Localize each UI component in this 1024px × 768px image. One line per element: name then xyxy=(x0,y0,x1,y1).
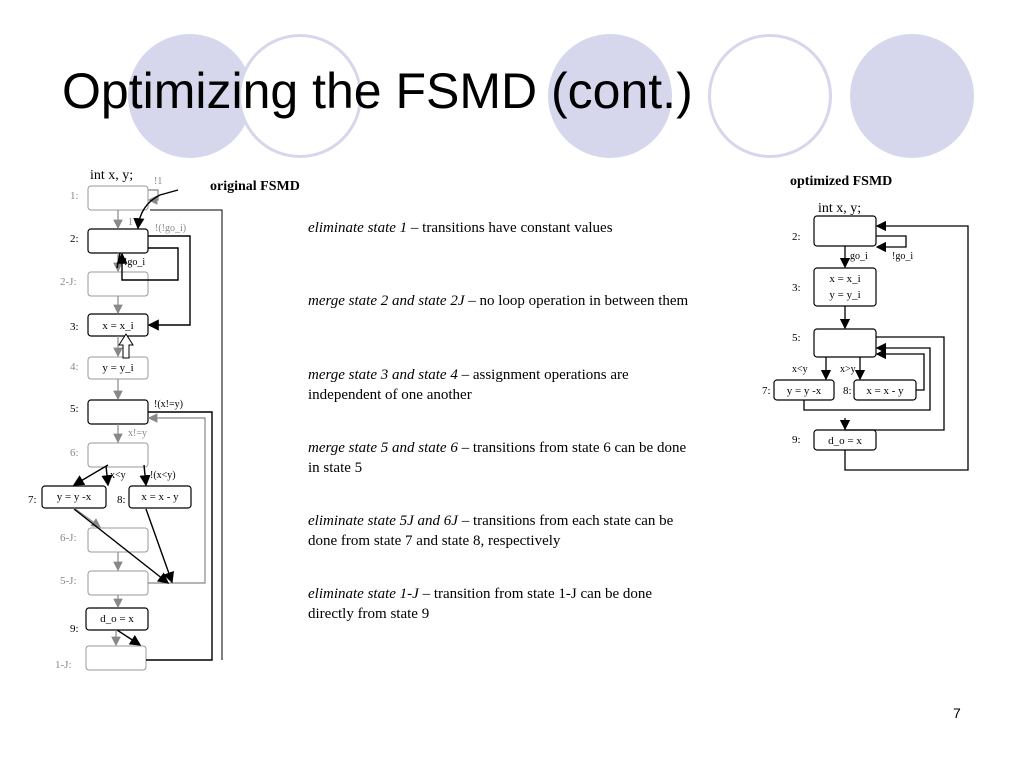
svg-text:5:: 5: xyxy=(70,403,79,415)
svg-text:7:: 7: xyxy=(762,385,771,397)
bullet-3: merge state 3 and state 4 – assignment o… xyxy=(308,367,629,403)
svg-text:1-J:: 1-J: xyxy=(55,659,72,671)
svg-text:2:: 2: xyxy=(70,233,79,245)
svg-text:y = y_i: y = y_i xyxy=(102,362,133,374)
svg-text:8:: 8: xyxy=(843,385,852,397)
svg-text:6:: 6: xyxy=(70,447,79,459)
decor-circle-2 xyxy=(238,34,362,158)
svg-text:8:: 8: xyxy=(117,494,126,506)
svg-text:3:: 3: xyxy=(792,282,801,294)
orig-black-arrows xyxy=(72,189,223,661)
decor-circle-4 xyxy=(708,34,832,158)
opt-state-7: 7: y = y -x xyxy=(762,379,835,401)
svg-text:5:: 5: xyxy=(792,332,801,344)
orig-state-8: 8: x = x - y xyxy=(117,485,192,509)
svg-text:6-J:: 6-J: xyxy=(60,532,77,544)
opt-state-9: 9: d_o = x xyxy=(792,429,877,451)
svg-text:y = y -x: y = y -x xyxy=(787,385,822,397)
slide-title: Optimizing the FSMD (cont.) xyxy=(62,63,693,119)
opt-label-go-i: go_i xyxy=(850,251,868,262)
decor-circle-1 xyxy=(128,34,252,158)
svg-text:9:: 9: xyxy=(70,623,79,635)
opt-state-2: 2: xyxy=(792,215,877,247)
svg-text:x = x_i: x = x_i xyxy=(829,273,860,285)
opt-label-x-lt-y: x<y xyxy=(792,364,808,375)
decor-circle-3 xyxy=(548,34,672,158)
merge-hollow-arrow xyxy=(118,333,134,359)
svg-text:2-J:: 2-J: xyxy=(60,276,77,288)
opt-state-8: 8: x = x - y xyxy=(843,379,917,401)
original-fsmd-heading: original FSMD xyxy=(210,179,300,194)
original-declaration: int x, y; xyxy=(90,168,133,183)
svg-text:2:: 2: xyxy=(792,231,801,243)
orig-state-4: 4: y = y_i xyxy=(70,356,149,380)
bullet-6: eliminate state 1-J – transition from st… xyxy=(308,586,653,622)
svg-text:4:: 4: xyxy=(70,361,79,373)
svg-text:9:: 9: xyxy=(792,434,801,446)
svg-text:3:: 3: xyxy=(70,321,79,333)
label-one: 1 xyxy=(128,217,133,228)
label-not-x-neq-y: !(x!=y) xyxy=(154,399,183,410)
label-x-neq-y: x!=y xyxy=(128,428,147,439)
orig-state-1j: 1-J: xyxy=(55,645,147,671)
opt-label-not-go-i: !go_i xyxy=(892,251,913,262)
bullet-5: eliminate state 5J and 6J – transitions … xyxy=(308,513,674,549)
label-not-not-go-i: !(!go_i) xyxy=(155,223,186,234)
orig-gray-arrows xyxy=(73,189,206,647)
orig-state-7: 7: y = y -x xyxy=(28,485,107,509)
svg-text:x = x - y: x = x - y xyxy=(141,491,179,503)
opt-state-5: 5: xyxy=(792,328,877,358)
svg-text:x = x_i: x = x_i xyxy=(102,320,133,332)
svg-text:d_o = x: d_o = x xyxy=(828,435,862,447)
svg-text:y = y -x: y = y -x xyxy=(57,491,92,503)
orig-state-6j: 6-J: xyxy=(60,527,149,553)
svg-text:7:: 7: xyxy=(28,494,37,506)
svg-text:x = x - y: x = x - y xyxy=(866,385,904,397)
bullet-1: eliminate state 1 – transitions have con… xyxy=(308,220,613,236)
decor-circle-5 xyxy=(850,34,974,158)
bullet-2: merge state 2 and state 2J – no loop ope… xyxy=(308,293,689,309)
opt-arrows xyxy=(803,220,969,471)
svg-text:y = y_i: y = y_i xyxy=(829,289,860,301)
label-x-lt-y: x<y xyxy=(110,470,126,481)
opt-label-x-gt-y: x>y xyxy=(840,364,856,375)
page-number: 7 xyxy=(953,705,961,721)
optimized-declaration: int x, y; xyxy=(818,201,861,216)
label-not-x-lt-y: !(x<y) xyxy=(150,470,176,481)
opt-state-3: 3: x = x_i y = y_i xyxy=(792,267,877,307)
bullet-4: merge state 5 and state 6 – transitions … xyxy=(308,440,687,476)
svg-text:d_o = x: d_o = x xyxy=(100,613,134,625)
label-not-one: !1 xyxy=(154,176,162,187)
svg-text:5-J:: 5-J: xyxy=(60,575,77,587)
svg-text:1:: 1: xyxy=(70,190,79,202)
label-not-go-i: !go_i xyxy=(124,257,145,268)
optimized-fsmd-heading: optimized FSMD xyxy=(790,174,892,189)
